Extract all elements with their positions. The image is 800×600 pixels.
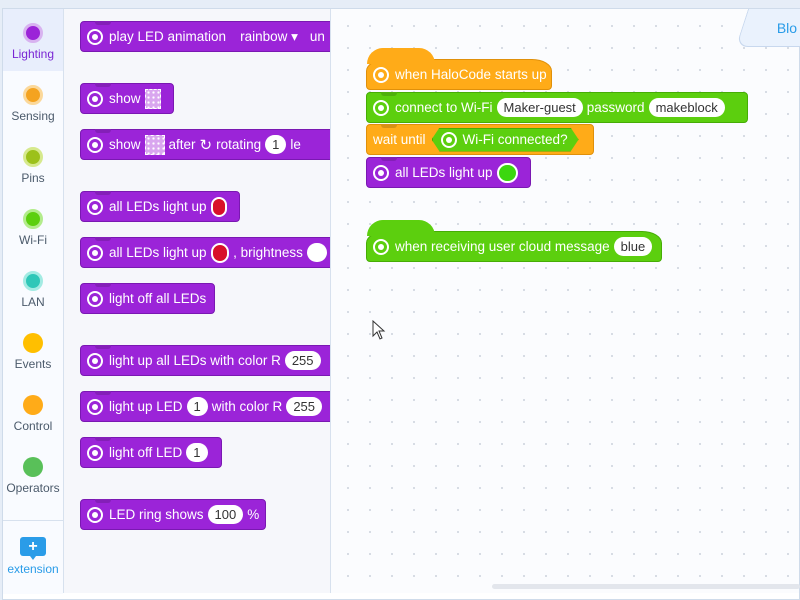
halocode-icon bbox=[87, 90, 103, 107]
block-all-leds-light-up-green[interactable]: all LEDs light up bbox=[366, 157, 531, 188]
block-light-off-led[interactable]: light off LED 1 bbox=[80, 437, 222, 468]
led-index-input[interactable]: 1 bbox=[186, 443, 208, 462]
color-picker[interactable] bbox=[496, 162, 518, 183]
control-icon bbox=[23, 395, 43, 415]
password-input[interactable]: makeblock bbox=[648, 98, 725, 117]
led-pattern-picker[interactable] bbox=[144, 134, 165, 155]
add-extension-icon: + bbox=[20, 537, 46, 560]
rotate-icon: ↻ bbox=[199, 136, 213, 154]
block-all-leds-light-up[interactable]: all LEDs light up bbox=[80, 191, 240, 222]
block-all-leds-light-up-brightness[interactable]: all LEDs light up , brightness bbox=[80, 237, 330, 268]
extension-button[interactable]: + extension bbox=[3, 520, 63, 594]
halocode-icon bbox=[87, 506, 103, 523]
color-picker[interactable] bbox=[210, 196, 227, 217]
halocode-icon bbox=[87, 444, 103, 461]
brightness-input[interactable] bbox=[306, 243, 327, 262]
category-lighting[interactable]: Lighting bbox=[3, 9, 63, 71]
category-operators[interactable]: Operators bbox=[3, 443, 63, 505]
script-canvas[interactable]: when HaloCode starts up connect to Wi-Fi… bbox=[331, 9, 799, 593]
block-light-up-all-leds-rgb[interactable]: light up all LEDs with color R 255 bbox=[80, 345, 330, 376]
category-events[interactable]: Events bbox=[3, 319, 63, 381]
halocode-icon bbox=[87, 28, 103, 45]
halocode-icon bbox=[87, 244, 103, 261]
block-led-ring-shows[interactable]: LED ring shows 100 % bbox=[80, 499, 266, 530]
operators-icon bbox=[23, 457, 43, 477]
block-when-halocode-starts-up[interactable]: when HaloCode starts up bbox=[366, 48, 552, 90]
blocks-tab[interactable]: Blo bbox=[735, 9, 800, 47]
block-light-up-led-rgb[interactable]: light up LED 1 with color R 255 bbox=[80, 391, 330, 422]
category-lan[interactable]: LAN bbox=[3, 257, 63, 319]
halocode-icon bbox=[87, 398, 103, 415]
halocode-icon bbox=[441, 132, 457, 148]
block-show[interactable]: show bbox=[80, 83, 174, 114]
block-play-led-animation[interactable]: play LED animation rainbow ▾ un bbox=[80, 21, 330, 52]
category-sensing[interactable]: Sensing bbox=[3, 71, 63, 133]
hat-cap bbox=[367, 220, 435, 236]
halocode-icon bbox=[373, 164, 389, 181]
halocode-icon bbox=[87, 136, 103, 153]
wifi-icon bbox=[23, 209, 43, 229]
events-icon bbox=[23, 333, 43, 353]
wifi-connected-condition[interactable]: Wi-Fi connected? bbox=[432, 128, 579, 152]
block-light-off-all-leds[interactable]: light off all LEDs bbox=[80, 283, 215, 314]
block-connect-to-wifi[interactable]: connect to Wi-Fi Maker-guest password ma… bbox=[366, 92, 748, 123]
pins-icon bbox=[23, 147, 43, 167]
color-picker[interactable] bbox=[210, 242, 230, 263]
mouse-cursor-icon bbox=[372, 320, 386, 340]
halocode-icon bbox=[373, 66, 389, 83]
horizontal-scrollbar[interactable] bbox=[492, 584, 800, 589]
percent-input[interactable]: 100 bbox=[207, 505, 244, 524]
led-index-input[interactable]: 1 bbox=[186, 397, 208, 416]
rotate-count-input[interactable]: 1 bbox=[265, 135, 287, 154]
message-input[interactable]: blue bbox=[613, 237, 653, 256]
category-pins[interactable]: Pins bbox=[3, 133, 63, 195]
block-palette: play LED animation rainbow ▾ un show sho… bbox=[64, 9, 331, 593]
ssid-input[interactable]: Maker-guest bbox=[496, 98, 583, 117]
red-value-input[interactable]: 255 bbox=[284, 351, 321, 370]
animation-dropdown[interactable]: rainbow ▾ bbox=[240, 28, 298, 44]
category-control[interactable]: Control bbox=[3, 381, 63, 443]
sensing-icon bbox=[23, 85, 43, 105]
block-when-receiving-cloud-message[interactable]: when receiving user cloud message blue bbox=[366, 220, 662, 262]
halocode-icon bbox=[373, 238, 389, 255]
hat-cap bbox=[367, 48, 435, 64]
halocode-icon bbox=[87, 352, 103, 369]
category-wifi[interactable]: Wi-Fi bbox=[3, 195, 63, 257]
lighting-icon bbox=[23, 23, 43, 43]
red-value-input[interactable]: 255 bbox=[286, 397, 323, 416]
halocode-icon bbox=[373, 99, 389, 116]
block-show-after-rotating[interactable]: show after ↻ rotating 1 le bbox=[80, 129, 330, 160]
halocode-icon bbox=[87, 290, 103, 307]
lan-icon bbox=[23, 271, 43, 291]
led-pattern-picker[interactable] bbox=[144, 88, 161, 109]
category-sidebar: Lighting Sensing Pins Wi-Fi LAN Events C… bbox=[3, 9, 64, 593]
block-wait-until[interactable]: wait until Wi-Fi connected? bbox=[366, 124, 594, 155]
halocode-icon bbox=[87, 198, 103, 215]
